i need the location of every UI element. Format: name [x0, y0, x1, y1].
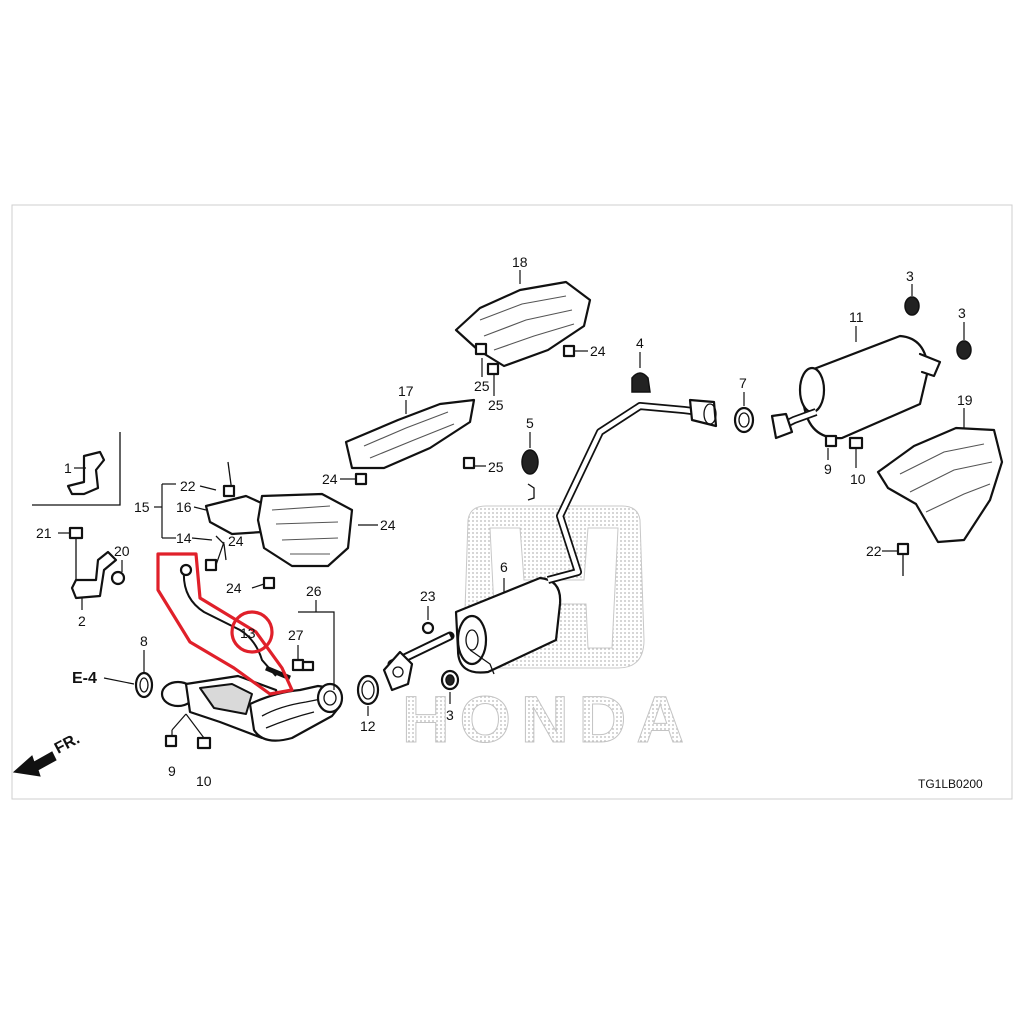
callout-leaders — [215, 350, 898, 589]
callout-1: 1 — [64, 460, 72, 476]
callout-labels: 1 2 3 3 3 4 5 6 7 8 9 9 10 10 11 12 13 1… — [36, 254, 973, 789]
callout-3b: 3 — [958, 305, 966, 321]
gasket-rear — [733, 392, 755, 434]
callout-22b: 22 — [866, 543, 882, 559]
callout-5: 5 — [526, 415, 534, 431]
callout-23: 23 — [420, 588, 436, 604]
callout-7: 7 — [739, 375, 747, 391]
callout-3c: 3 — [446, 707, 454, 723]
callout-20: 20 — [114, 543, 130, 559]
callout-26: 26 — [306, 583, 322, 599]
callout-3a: 3 — [906, 268, 914, 284]
part-13-highlight — [156, 552, 294, 696]
callout-11: 11 — [849, 309, 864, 325]
diagram-frame — [11, 204, 1013, 800]
hanger-rubbers — [421, 352, 651, 704]
callout-18: 18 — [512, 254, 528, 270]
callout-10a: 10 — [196, 773, 212, 789]
honda-watermark-text: HONDA — [402, 682, 694, 756]
callout-25b: 25 — [488, 397, 504, 413]
callout-24e: 24 — [226, 580, 242, 596]
callout-9a: 9 — [168, 763, 176, 779]
callout-27: 27 — [288, 627, 304, 643]
rear-muffler — [770, 284, 972, 468]
muffler-heat-shield — [876, 408, 1004, 576]
callout-25c: 25 — [488, 459, 504, 475]
middle-heat-shield — [344, 398, 476, 486]
callout-21: 21 — [36, 525, 52, 541]
callout-16: 16 — [176, 499, 192, 515]
callout-8: 8 — [140, 633, 148, 649]
callout-2: 2 — [78, 613, 86, 629]
callout-24d: 24 — [228, 533, 244, 549]
callout-22a: 22 — [180, 478, 196, 494]
callout-24b: 24 — [322, 471, 338, 487]
callout-19: 19 — [957, 392, 973, 408]
upper-heat-shield — [454, 270, 592, 376]
callout-14: 14 — [176, 530, 192, 546]
callout-25a: 25 — [474, 378, 490, 394]
callout-17: 17 — [398, 383, 414, 399]
callout-15: 15 — [134, 499, 150, 515]
callout-24a: 24 — [590, 343, 606, 359]
catalytic-converter-assembly — [160, 674, 344, 750]
callout-6: 6 — [500, 559, 508, 575]
front-hanger-bracket — [58, 526, 126, 610]
diagram-code: TG1LB0200 — [918, 777, 983, 791]
bracket-inset — [32, 432, 121, 506]
front-marker-label: FR. — [52, 730, 83, 757]
callout-9b: 9 — [824, 461, 832, 477]
callout-13: 13 — [240, 625, 256, 641]
callout-4: 4 — [636, 335, 644, 351]
callout-24c: 24 — [380, 517, 396, 533]
converter-studs — [291, 600, 335, 690]
front-direction-arrow — [12, 751, 57, 777]
gasket-middle — [356, 674, 380, 716]
center-pipe-resonator — [382, 398, 718, 692]
ref-label-e4: E-4 — [72, 670, 97, 687]
gasket-front — [103, 650, 154, 699]
converter-heat-shield — [154, 461, 354, 590]
callout-12: 12 — [360, 718, 376, 734]
callout-10b: 10 — [850, 471, 866, 487]
